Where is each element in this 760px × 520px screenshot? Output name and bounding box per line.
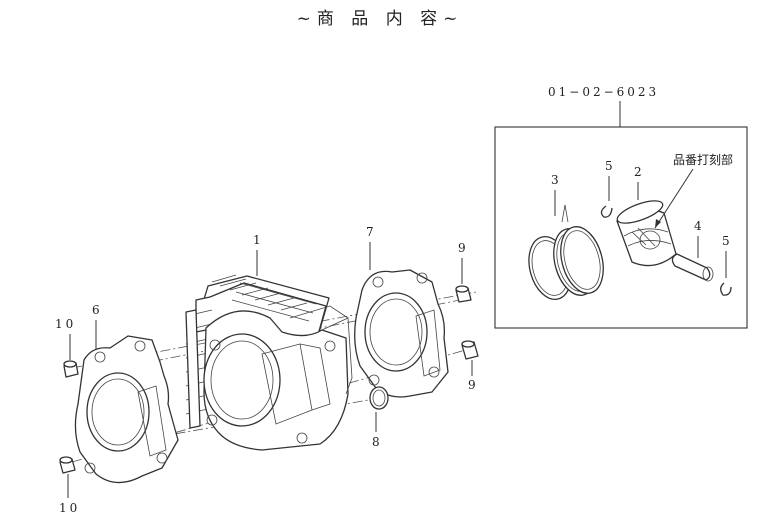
cylinder [185, 274, 353, 451]
piston [616, 200, 677, 267]
callout-9-bottom: 9 [468, 378, 476, 392]
callout-4: 4 [694, 219, 702, 233]
dowel-pin-bottom [461, 340, 479, 360]
callout-10-bottom: 10 [59, 501, 80, 515]
callout-10-top: 10 [55, 317, 76, 331]
page-title: ~商 品 内 容~ [296, 9, 464, 29]
piston-pin [671, 253, 714, 282]
piston-rings [528, 204, 604, 300]
callout-7: 7 [366, 225, 374, 239]
circlip-top [600, 205, 613, 218]
head-gasket [354, 269, 449, 398]
callout-8: 8 [372, 435, 380, 449]
callout-6: 6 [92, 303, 100, 317]
dowel-pin-left-bottom [59, 456, 76, 474]
kit-box [494, 126, 748, 329]
callout-2: 2 [634, 165, 642, 179]
stamp-leader [654, 168, 694, 229]
callout-5-top: 5 [605, 159, 613, 173]
dowel-pin-top [455, 285, 472, 303]
kit-part-code: 01−02−6023 [548, 85, 659, 99]
o-ring [369, 386, 389, 410]
stamp-arrowhead [655, 219, 661, 228]
circlip-right [720, 282, 732, 296]
callout-9-top: 9 [458, 241, 466, 255]
callout-3: 3 [551, 173, 559, 187]
callout-1: 1 [253, 233, 261, 247]
stamp-note: 品番打刻部 [673, 152, 733, 167]
callout-5-right: 5 [722, 234, 730, 248]
dowel-pin-left-top [63, 360, 79, 378]
base-gasket [74, 335, 179, 484]
